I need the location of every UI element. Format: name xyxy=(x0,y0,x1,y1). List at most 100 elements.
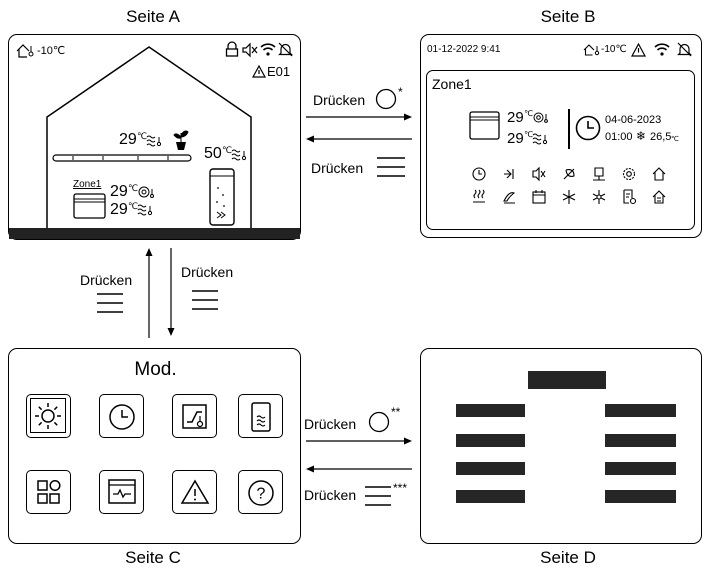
speaker-mute-icon xyxy=(532,166,546,182)
divider xyxy=(568,109,570,149)
page-a-screen: -10℃ E01 29 ℃ xyxy=(8,34,301,240)
tile-dhw[interactable] xyxy=(238,394,283,438)
alarm-off-icon xyxy=(677,42,692,57)
zone-temp-1: 29 xyxy=(110,183,128,200)
page-c-screen: Mod. xyxy=(8,348,301,544)
svg-text:?: ? xyxy=(257,486,266,503)
tile-curve[interactable] xyxy=(172,394,217,438)
press-label-a-to-b: Drücken xyxy=(313,92,366,108)
error-code: E01 xyxy=(267,64,291,79)
tank-temp: 50 xyxy=(204,145,222,162)
menu-lines-icon xyxy=(97,293,123,313)
press-label-a-to-c: Drücken xyxy=(181,264,234,280)
placeholder-item-right-4[interactable] xyxy=(605,490,676,503)
speaker-mute-icon xyxy=(242,42,258,58)
home-thermometer-icon xyxy=(16,44,34,58)
page-a-title: Seite A xyxy=(126,7,180,26)
document-icon xyxy=(623,189,637,205)
room-temp-unit: ℃ xyxy=(137,131,148,141)
tank-icon xyxy=(251,402,271,432)
tank-waves-icon xyxy=(231,149,247,161)
footnote-mark-c-to-d: ** xyxy=(391,405,401,419)
placeholder-item-right-3[interactable] xyxy=(605,462,676,475)
placeholder-item-left-3[interactable] xyxy=(456,462,525,475)
zone-temp-1-unit: ℃ xyxy=(524,109,533,118)
schedule-temp: 26,5 xyxy=(650,131,672,143)
zone-label: Zone1 xyxy=(432,76,472,92)
tile-help[interactable]: ? xyxy=(238,470,283,514)
press-label-b-to-a: Drücken xyxy=(311,160,364,176)
clock-icon xyxy=(472,167,486,181)
schedule-temp-unit: ℃ xyxy=(671,136,679,143)
outdoor-temp: -10℃ xyxy=(37,45,66,57)
zone-temp-2: 29 xyxy=(110,201,128,218)
placeholder-item-left-2[interactable] xyxy=(456,434,525,447)
schedule-time: 01:00 xyxy=(605,131,633,143)
tile-functions[interactable] xyxy=(26,470,71,514)
footnote-mark-a-to-b: * xyxy=(398,85,403,99)
water-tank-icon xyxy=(209,168,235,226)
arrows-a-b xyxy=(306,113,412,143)
room-temp: 29 xyxy=(119,131,137,148)
zone-temp-1-unit: ℃ xyxy=(128,183,139,193)
zone-temp-2-unit: ℃ xyxy=(128,201,139,211)
clock-icon xyxy=(109,404,135,430)
press-label-c-to-d: Drücken xyxy=(304,416,357,432)
zone-temp-2-unit: ℃ xyxy=(524,130,533,139)
zone-label: Zone1 xyxy=(73,179,102,190)
outdoor-temp: -10℃ xyxy=(601,44,627,55)
page-c-title: Seite C xyxy=(125,548,181,567)
tile-timer[interactable] xyxy=(99,394,144,438)
calendar-icon xyxy=(532,190,546,204)
clock-icon xyxy=(575,115,601,141)
placeholder-item-left-1[interactable] xyxy=(456,404,525,417)
house-outline xyxy=(9,46,300,239)
tile-monitor[interactable] xyxy=(99,470,144,514)
monitor-icon xyxy=(108,479,136,504)
alarm-off-icon xyxy=(278,42,293,57)
wifi-icon xyxy=(260,43,276,56)
placeholder-item-right-1[interactable] xyxy=(605,404,676,417)
tank-temp-unit: ℃ xyxy=(222,145,233,155)
footnote-mark-d-to-c: *** xyxy=(393,481,408,495)
zone-card[interactable]: Zone1 29 ℃ 29 ℃ 04-06-2023 01:00 ❄ 26,5 … xyxy=(426,70,695,230)
page-d-screen xyxy=(420,348,702,544)
page-b-title: Seite B xyxy=(540,7,596,26)
placeholder-item-right-2[interactable] xyxy=(605,434,676,447)
menu-lines-icon xyxy=(192,290,218,310)
plant-icon xyxy=(173,130,189,150)
zone-temp-2: 29 xyxy=(507,130,524,147)
tile-mode[interactable] xyxy=(26,394,71,438)
home-leaf-icon xyxy=(652,167,666,181)
zone-temp-1: 29 xyxy=(507,109,524,126)
fan-coil-icon xyxy=(73,193,106,219)
heating-waves-icon xyxy=(146,135,162,147)
warning-triangle-icon xyxy=(180,479,210,504)
home-grid-icon xyxy=(652,190,666,204)
floor-heat-icon xyxy=(473,189,485,203)
circle-button-icon xyxy=(368,411,390,433)
thermostat-icon xyxy=(533,112,548,123)
home-thermometer-icon xyxy=(583,44,600,56)
snowflake-heat-icon xyxy=(562,190,576,204)
menu-lines-icon xyxy=(377,157,405,177)
warning-triangle-icon xyxy=(630,42,647,57)
grid-icon xyxy=(37,479,61,504)
zone-waves-icon xyxy=(137,204,153,216)
mode-heading: Mod. xyxy=(134,359,177,380)
press-label-c-to-a: Drücken xyxy=(80,272,133,288)
defrost-icon xyxy=(592,190,606,204)
eco-icon xyxy=(563,168,575,180)
sun-icon xyxy=(35,403,61,429)
floor-heating-pipe xyxy=(52,154,192,162)
page-d-title: Seite D xyxy=(540,548,596,567)
menu-lines-icon xyxy=(365,486,391,506)
placeholder-item-left-4[interactable] xyxy=(456,490,525,503)
snowflake-icon: ❄ xyxy=(636,129,647,143)
gear-icon xyxy=(622,167,636,181)
tile-error[interactable] xyxy=(172,470,217,514)
curve-thermometer-icon xyxy=(182,404,207,429)
zone-waves-icon xyxy=(532,133,548,145)
question-circle-icon: ? xyxy=(248,480,274,506)
disinfect-icon xyxy=(503,192,516,204)
